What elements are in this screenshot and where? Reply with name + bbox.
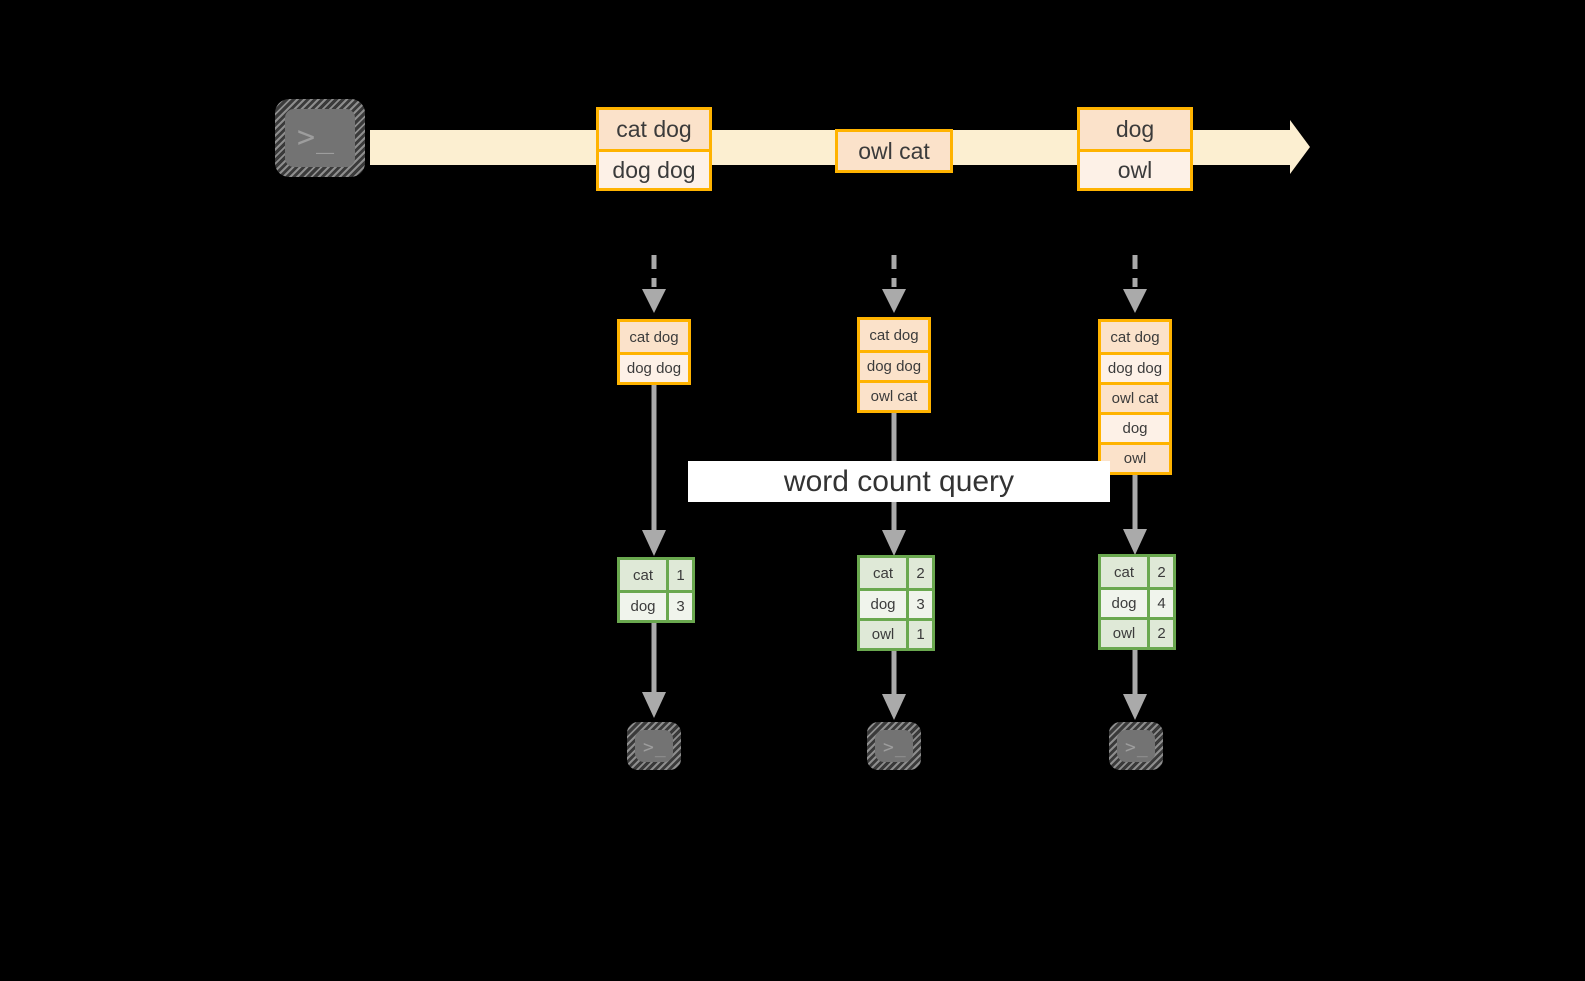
snapshot-3-sink-terminal-icon[interactable]: >_	[1109, 722, 1163, 770]
count-cell: 2	[1147, 557, 1173, 587]
count-cell: 2	[906, 558, 932, 588]
table-row: dog 4	[1101, 587, 1173, 617]
table-row: dog 3	[860, 588, 932, 618]
stream-record: owl	[1080, 149, 1190, 188]
connector-result2-to-sink2	[878, 650, 910, 722]
word-cell: cat	[620, 560, 666, 590]
connector-result3-to-sink3	[1119, 649, 1151, 722]
terminal-face	[875, 730, 913, 762]
query-label: word count query	[688, 461, 1110, 502]
snapshot-input-record: cat dog	[860, 320, 928, 350]
connector-snapshot1-to-result1	[638, 384, 670, 558]
table-row: owl 1	[860, 618, 932, 648]
count-cell: 1	[906, 621, 932, 648]
stream-record: dog	[1080, 110, 1190, 149]
stream-arrow-head-icon	[1290, 120, 1310, 174]
source-terminal-icon[interactable]: >_	[275, 99, 365, 177]
snapshot-3-result-table[interactable]: cat 2 dog 4 owl 2	[1098, 554, 1176, 650]
terminal-face	[1117, 730, 1155, 762]
stream-record: cat dog	[599, 110, 709, 149]
snapshot-1-input-stack[interactable]: cat dog dog dog	[617, 319, 691, 385]
word-cell: cat	[860, 558, 906, 588]
snapshot-input-record: owl	[1101, 442, 1169, 472]
terminal-face	[635, 730, 673, 762]
word-cell: owl	[1101, 620, 1147, 647]
table-row: cat 2	[860, 558, 932, 588]
table-row: owl 2	[1101, 617, 1173, 647]
query-label-text: word count query	[783, 464, 1015, 498]
terminal-prompt-glyph: >_	[883, 737, 907, 758]
stream-batch-3[interactable]: dog owl	[1077, 107, 1193, 191]
terminal-face	[285, 109, 355, 167]
snapshot-input-record: cat dog	[620, 322, 688, 352]
count-cell: 2	[1147, 620, 1173, 647]
count-cell: 3	[906, 591, 932, 618]
snapshot-2-result-table[interactable]: cat 2 dog 3 owl 1	[857, 555, 935, 651]
terminal-prompt-glyph: >_	[1125, 737, 1149, 758]
snapshot-input-record: cat dog	[1101, 322, 1169, 352]
stream-batch-1[interactable]: cat dog dog dog	[596, 107, 712, 191]
snapshot-2-sink-terminal-icon[interactable]: >_	[867, 722, 921, 770]
table-row: cat 2	[1101, 557, 1173, 587]
table-row: cat 1	[620, 560, 692, 590]
snapshot-1-sink-terminal-icon[interactable]: >_	[627, 722, 681, 770]
count-cell: 3	[666, 593, 692, 620]
snapshot-input-record: dog dog	[1101, 352, 1169, 382]
terminal-prompt-glyph: >_	[643, 737, 667, 758]
stream-record: owl cat	[838, 132, 950, 170]
table-row: dog 3	[620, 590, 692, 620]
word-cell: dog	[1101, 590, 1147, 617]
stream-record: dog dog	[599, 149, 709, 188]
terminal-prompt-glyph: >_	[297, 120, 336, 155]
connector-batch2-to-snapshot2	[878, 255, 910, 317]
snapshot-input-record: dog dog	[860, 350, 928, 380]
connector-result1-to-sink1	[638, 620, 670, 720]
connector-snapshot3-to-result3	[1119, 475, 1151, 557]
connector-batch3-to-snapshot3	[1119, 255, 1151, 317]
snapshot-input-record: owl cat	[860, 380, 928, 410]
stream-batch-2[interactable]: owl cat	[835, 129, 953, 173]
snapshot-1-result-table[interactable]: cat 1 dog 3	[617, 557, 695, 623]
snapshot-input-record: owl cat	[1101, 382, 1169, 412]
snapshot-3-input-stack[interactable]: cat dog dog dog owl cat dog owl	[1098, 319, 1172, 475]
count-cell: 1	[666, 560, 692, 590]
connector-batch1-to-snapshot1	[638, 255, 670, 317]
word-cell: cat	[1101, 557, 1147, 587]
count-cell: 4	[1147, 590, 1173, 617]
word-cell: dog	[620, 593, 666, 620]
snapshot-input-record: dog dog	[620, 352, 688, 382]
word-cell: owl	[860, 621, 906, 648]
snapshot-input-record: dog	[1101, 412, 1169, 442]
snapshot-2-input-stack[interactable]: cat dog dog dog owl cat	[857, 317, 931, 413]
word-cell: dog	[860, 591, 906, 618]
